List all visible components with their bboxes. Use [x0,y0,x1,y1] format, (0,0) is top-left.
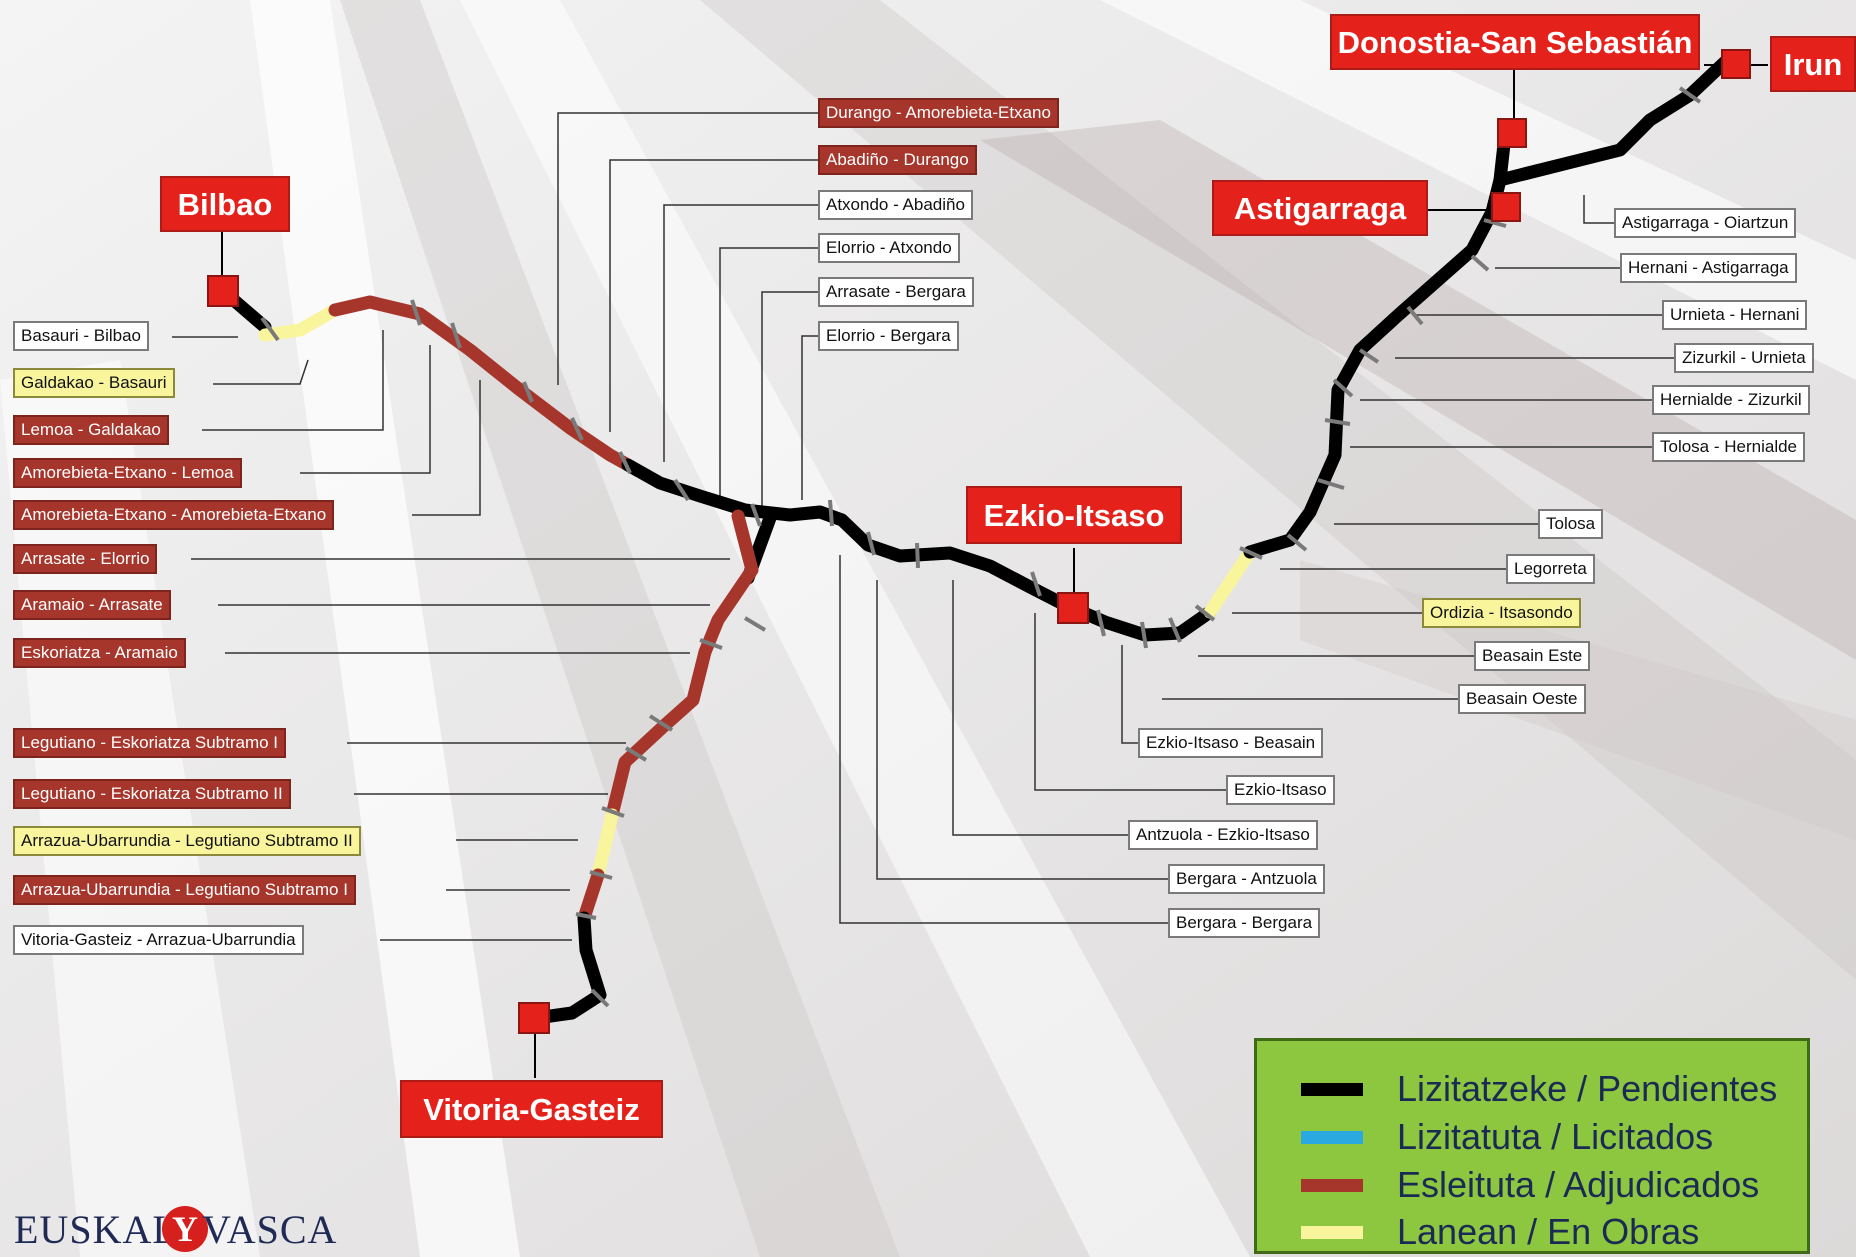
segment-bergara-antzuola: Bergara - Antzuola [1168,864,1325,894]
station-marker-bilbao [207,275,239,307]
legend-swatch-tendered [1301,1130,1363,1144]
leader-line [412,380,481,516]
segment-hernani-astigarraga: Hernani - Astigarraga [1620,253,1797,283]
line-durango-bergara [621,458,1217,642]
segment-eskoriatza-aramaio: Eskoriatza - Aramaio [13,638,186,668]
segment-beasain-este: Beasain Este [1474,641,1591,671]
segment-lemoa-galdakao: Lemoa - Galdakao [13,415,169,445]
leader-line [213,359,309,385]
line-arrazua-legutiano [577,868,605,925]
legend-label-tendered: Lizitatuta / Licitados [1397,1116,1714,1157]
line-arrasate-vitoria [605,509,759,822]
city-label-donostia: Donostia-San Sebastián [1330,14,1700,70]
segment-ties [260,86,1702,1008]
segment-vitoria-arrazua: Vitoria-Gasteiz - Arrazua-Ubarrundia [13,925,304,955]
legend-swatch-pending [1301,1082,1363,1096]
leader-line [202,330,384,431]
euskal-vasca-logo: EUSKAL Y VASCA [14,1204,338,1256]
segment-hernialde-zizurkil: Hernialde - Zizurkil [1652,385,1810,415]
station-marker-irun [1721,49,1751,79]
segment-beasain-oeste: Beasain Oeste [1458,684,1586,714]
segment-durango-amorebieta: Durango - Amorebieta-Etxano [818,98,1059,128]
line-vitoria-arrazua [529,911,607,1025]
segment-arrasate-elorrio: Arrasate - Elorrio [13,544,158,574]
station-marker-ezkio [1057,592,1089,624]
segment-antzuola-ezkio: Antzuola - Ezkio-Itsaso [1128,820,1318,850]
legend-item-works: Lanean / En Obras [1301,1211,1699,1253]
leader-line [1121,645,1138,744]
leader-line [801,335,818,500]
city-label-ezkio: Ezkio-Itsaso [966,486,1182,544]
leader-line [719,247,818,505]
line-tolosa-astigarraga [1243,55,1743,559]
line-galdakao-amorebieta [328,295,635,472]
segment-legorreta: Legorreta [1506,554,1595,584]
legend-label-works: Lanean / En Obras [1397,1211,1700,1252]
city-label-vitoria: Vitoria-Gasteiz [400,1080,663,1138]
segment-galdakao-basauri: Galdakao - Basauri [13,368,175,398]
legend-item-awarded: Esleituta / Adjudicados [1301,1164,1759,1206]
legend-label-pending: Lizitatzeke / Pendientes [1397,1068,1778,1109]
segment-ezkio-itsaso: Ezkio-Itsaso [1226,775,1335,805]
segment-arrazua-legutiano-1: Arrazua-Ubarrundia - Legutiano Subtramo … [13,875,356,905]
legend: Lizitatzeke / Pendientes Lizitatuta / Li… [1254,1038,1810,1254]
segment-tolosa: Tolosa [1538,509,1604,539]
station-marker-donostia [1497,118,1527,148]
leader-line [839,555,1168,924]
leader-line [1583,195,1614,224]
legend-item-pending: Lizitatzeke / Pendientes [1301,1068,1777,1110]
segment-basauri-bilbao: Basauri - Bilbao [13,321,150,351]
leader-line [761,291,818,518]
leader-line [609,159,818,432]
segment-legutiano-eskoriatza-1: Legutiano - Eskoriatza Subtramo I [13,728,287,758]
line-galdakao-basauri [258,303,342,342]
segment-amorebieta-amorebieta: Amorebieta-Etxano - Amorebieta-Etxano [13,500,335,530]
leader-lines [172,112,1674,941]
logo-mark: Y [162,1206,208,1252]
legend-label-awarded: Esleituta / Adjudicados [1397,1164,1760,1205]
segment-abadino-durango: Abadiño - Durango [818,145,977,175]
logo-text-left: EUSKAL [14,1207,178,1252]
segment-aramaio-arrasate: Aramaio - Arrasate [13,590,171,620]
logo-text-right: VASCA [202,1207,338,1252]
city-label-bilbao: Bilbao [160,176,290,232]
station-marker-vitoria [518,1002,550,1034]
station-markers [207,49,1751,1034]
segment-urnieta-hernani: Urnieta - Hernani [1662,300,1808,330]
legend-swatch-works [1301,1225,1363,1239]
city-label-irun: Irun [1770,36,1856,92]
segment-ezkio-beasain: Ezkio-Itsaso - Beasain [1138,728,1324,758]
leader-line [300,345,431,474]
city-label-astigarraga: Astigarraga [1212,180,1428,236]
line-arrazua-works [591,808,619,882]
leader-line [876,580,1168,880]
segment-elorrio-bergara: Elorrio - Bergara [818,321,959,351]
leader-line [1034,613,1226,791]
line-ordizia-itsasondo [1203,545,1257,619]
segment-arrazua-legutiano-2: Arrazua-Ubarrundia - Legutiano Subtramo … [13,826,361,856]
legend-swatch-awarded [1301,1178,1363,1192]
segment-elorrio-atxondo: Elorrio - Atxondo [818,233,960,263]
segment-arrasate-bergara: Arrasate - Bergara [818,277,974,307]
segment-tolosa-hernialde: Tolosa - Hernialde [1652,432,1806,462]
segment-atxondo-abadino: Atxondo - Abadiño [818,190,973,220]
station-marker-astigarraga [1491,192,1521,222]
segment-astigarraga-oiartzun: Astigarraga - Oiartzun [1614,208,1797,238]
segment-ordizia-itsasondo: Ordizia - Itsasondo [1422,598,1581,628]
legend-item-tendered: Lizitatuta / Licitados [1301,1116,1713,1158]
segment-amorebieta-lemoa: Amorebieta-Etxano - Lemoa [13,458,242,488]
leader-line [557,112,818,385]
leader-line [663,204,818,462]
segment-legutiano-eskoriatza-2: Legutiano - Eskoriatza Subtramo II [13,779,291,809]
segment-bergara-bergara: Bergara - Bergara [1168,908,1321,938]
segment-zizurkil-urnieta: Zizurkil - Urnieta [1674,343,1814,373]
leader-line [952,580,1128,836]
